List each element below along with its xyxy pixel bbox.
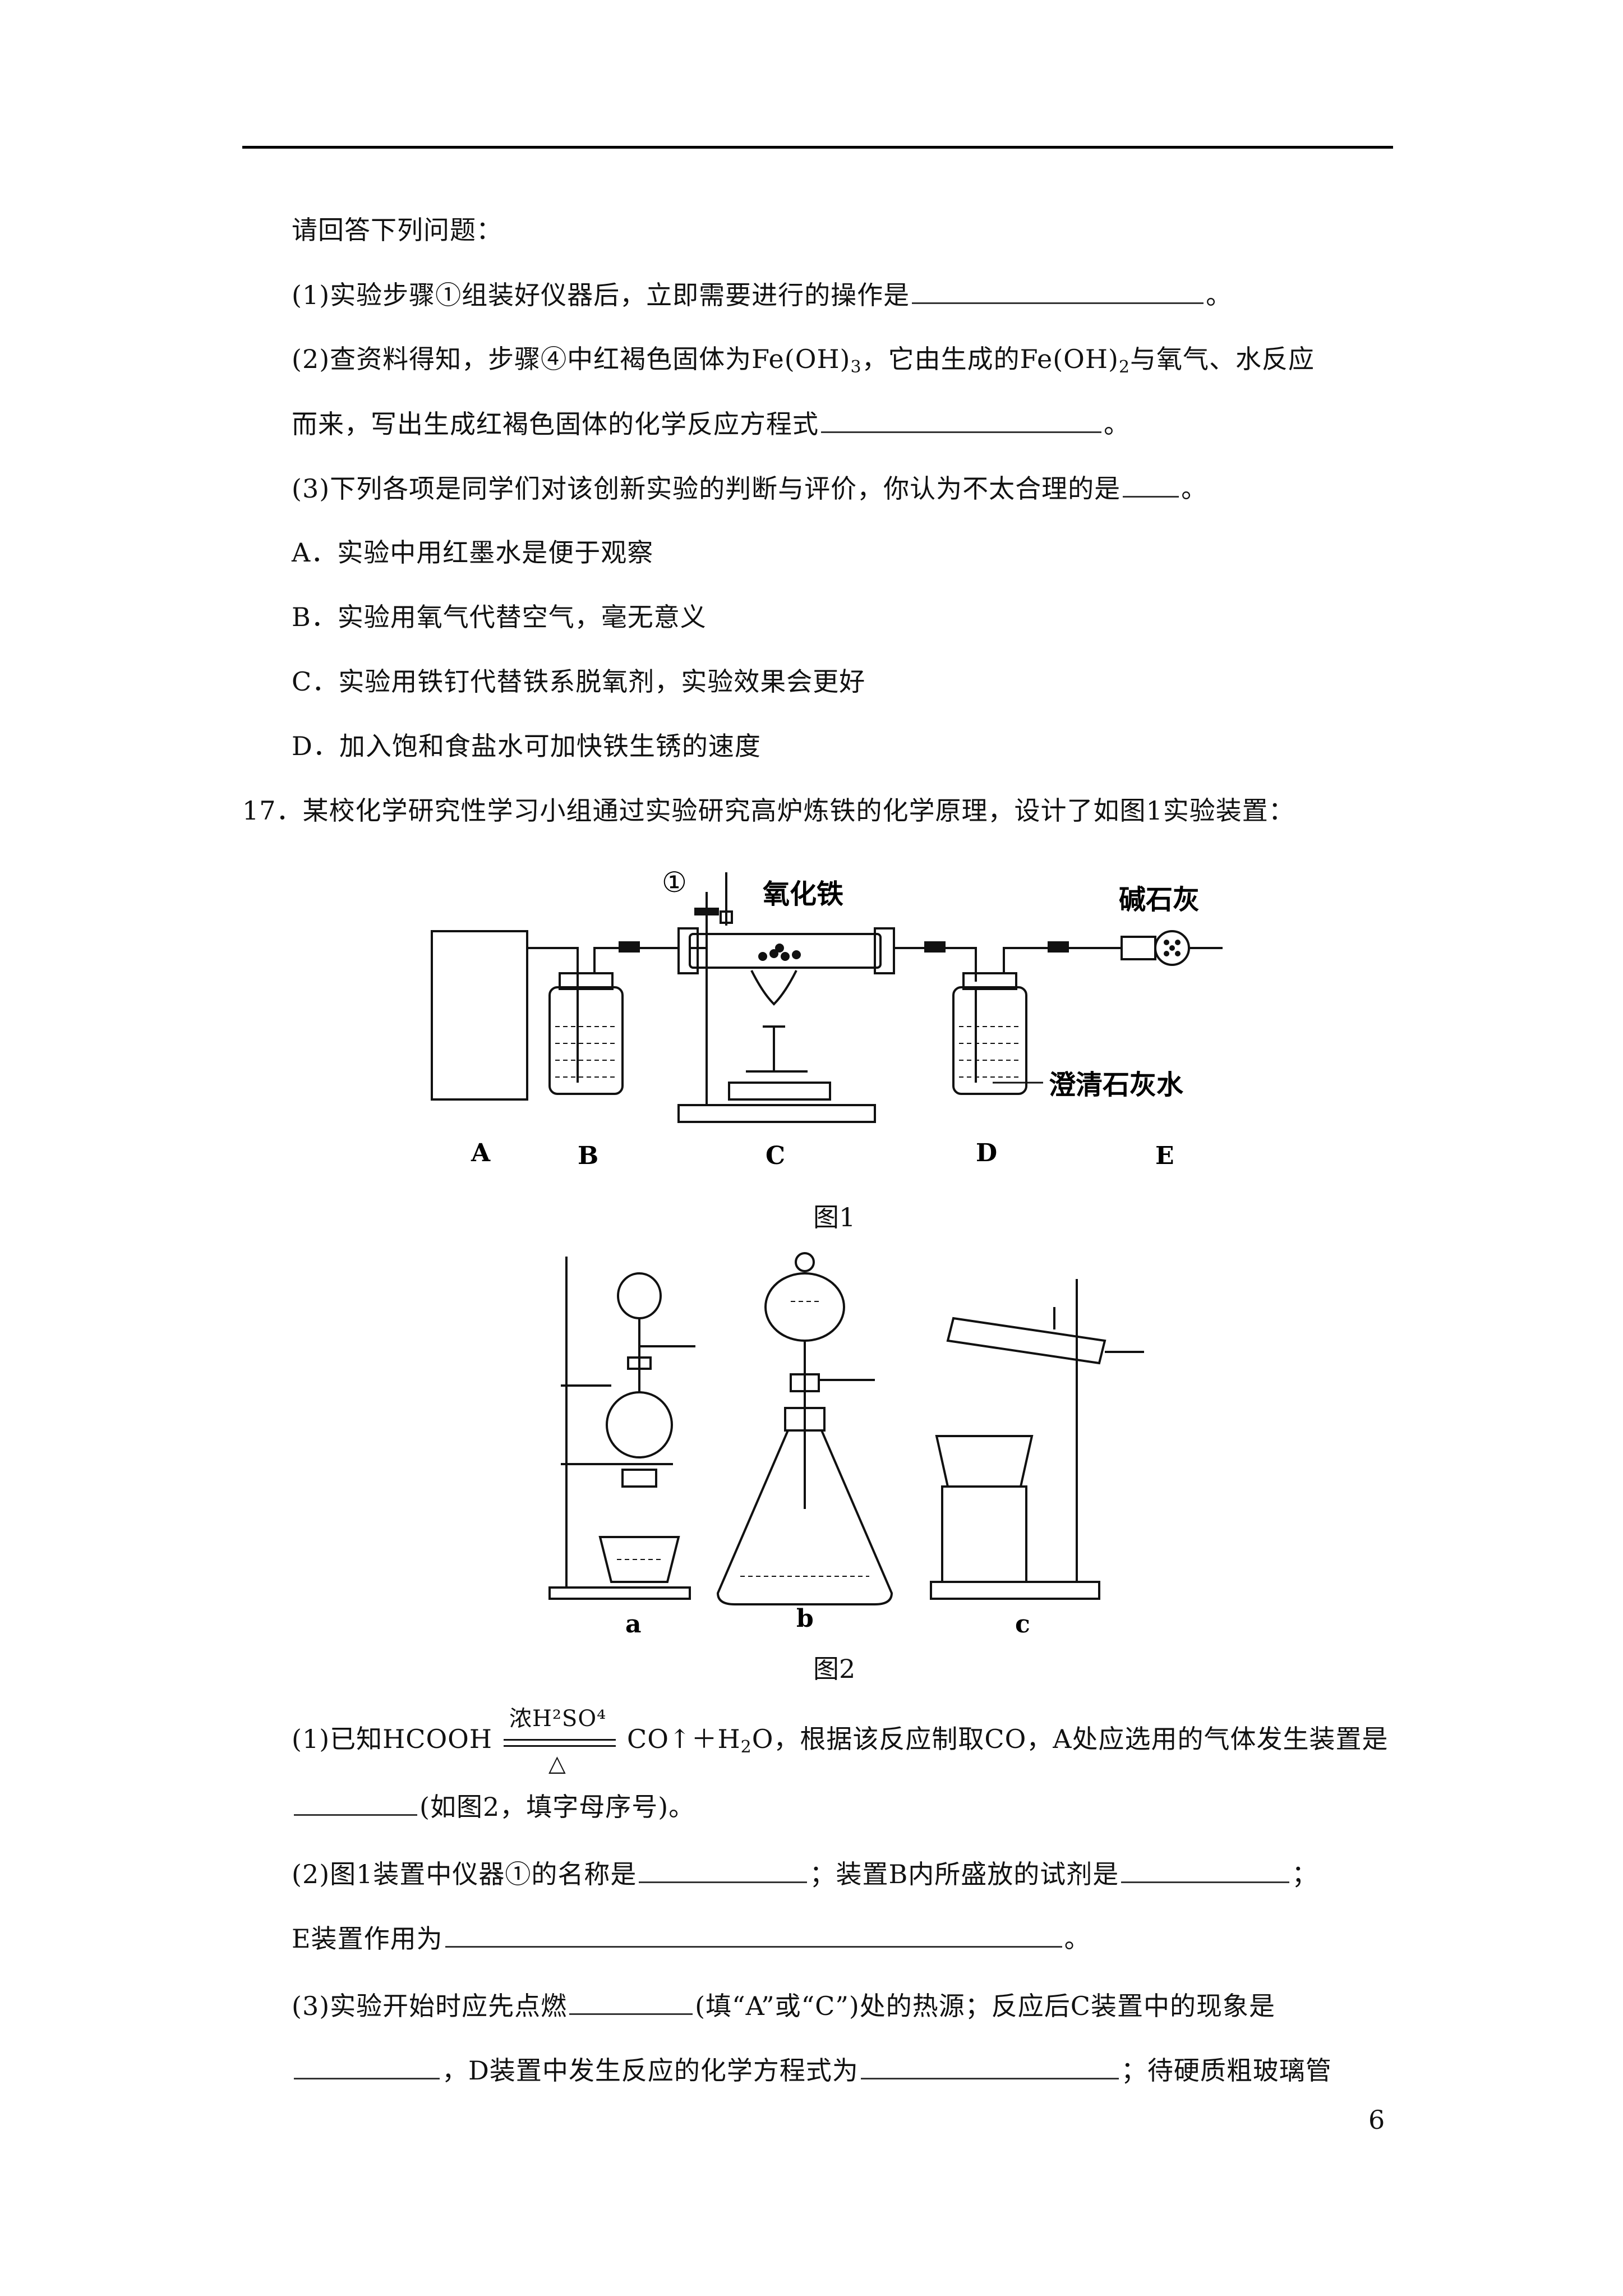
option-c: C．实验用铁钉代替铁系脱氧剂，实验效果会更好	[292, 666, 866, 697]
figure-2-caption: 图2	[813, 1654, 856, 1684]
round-flask-a	[606, 1391, 673, 1458]
label-a: A	[471, 1139, 491, 1167]
sub-question-2-line-2: E装置作用为。	[292, 1921, 1091, 1955]
generator-box-a	[431, 930, 528, 1101]
label-circle-1: ①	[662, 866, 687, 899]
limewater-bottle-d	[952, 986, 1027, 1095]
answer-blank[interactable]	[445, 1921, 1062, 1948]
figure-2: a b c	[527, 1245, 1189, 1649]
option-d: D．加入饱和食盐水可加快铁生锈的速度	[292, 731, 761, 761]
answer-blank[interactable]	[639, 1857, 808, 1883]
answer-blank[interactable]	[294, 2053, 440, 2079]
option-a: A．实验中用红墨水是便于观察	[292, 537, 654, 568]
sub-question-1-line-2: (如图2，填字母序号)。	[292, 1789, 695, 1824]
question-2-line-1: (2)查资料得知，步骤④中红褐色固体为Fe(OH)3，它由生成的Fe(OH)2与…	[292, 344, 1315, 377]
label-fig2-a: a	[625, 1610, 642, 1639]
sub-question-3-line-2: ，D装置中发生反应的化学方程式为；待硬质粗玻璃管	[292, 2053, 1332, 2087]
answer-blank[interactable]	[1121, 1857, 1290, 1883]
header-rule	[242, 146, 1393, 149]
label-e: E	[1155, 1142, 1174, 1170]
page-number: 6	[1368, 2105, 1385, 2135]
answer-blank[interactable]	[860, 2053, 1119, 2079]
answer-blank[interactable]	[912, 278, 1204, 304]
label-fig2-c: c	[1015, 1610, 1030, 1639]
test-tube-c	[946, 1317, 1106, 1365]
figure-1: ① 氧化铁 碱石灰 澄清石灰水 A B C D E	[415, 858, 1245, 1184]
question-3: (3)下列各项是同学们对该创新实验的判断与评价，你认为不太合理的是。	[292, 471, 1207, 505]
label-soda-lime: 碱石灰	[1119, 884, 1200, 915]
label-d: D	[976, 1139, 997, 1167]
label-iron-oxide: 氧化铁	[763, 878, 843, 910]
label-c: C	[766, 1142, 785, 1170]
sub-question-3-line-1: (3)实验开始时应先点燃(填“A”或“C”)处的热源；反应后C装置中的现象是	[292, 1989, 1275, 2023]
wash-bottle-b	[548, 986, 624, 1095]
label-limewater: 澄清石灰水	[1049, 1069, 1184, 1101]
separatory-funnel-a	[617, 1272, 662, 1319]
reaction-condition: 浓H²SO⁴△	[504, 1706, 616, 1777]
question-1: (1)实验步骤①组装好仪器后，立即需要进行的操作是。	[292, 278, 1232, 312]
answer-blank[interactable]	[294, 1789, 417, 1816]
sub-question-2-line-1: (2)图1装置中仪器①的名称是；装置B内所盛放的试剂是；	[292, 1857, 1318, 1891]
label-fig2-b: b	[796, 1604, 814, 1633]
separatory-funnel-b	[764, 1272, 845, 1342]
figure-1-caption: 图1	[813, 1202, 856, 1232]
answer-blank[interactable]	[1123, 471, 1179, 498]
label-b: B	[578, 1142, 598, 1170]
question-2-line-2: 而来，写出生成红褐色固体的化学反应方程式。	[292, 407, 1130, 441]
answer-blank[interactable]	[821, 407, 1101, 433]
option-b: B．实验用氧气代替空气，毫无意义	[292, 602, 707, 632]
intro-text: 请回答下列问题：	[292, 215, 502, 245]
hard-glass-tube-c	[689, 933, 882, 969]
answer-blank[interactable]	[569, 1989, 693, 2015]
question-17: 17．某校化学研究性学习小组通过实验研究高炉炼铁的化学原理，设计了如图1实验装置…	[242, 795, 1295, 826]
